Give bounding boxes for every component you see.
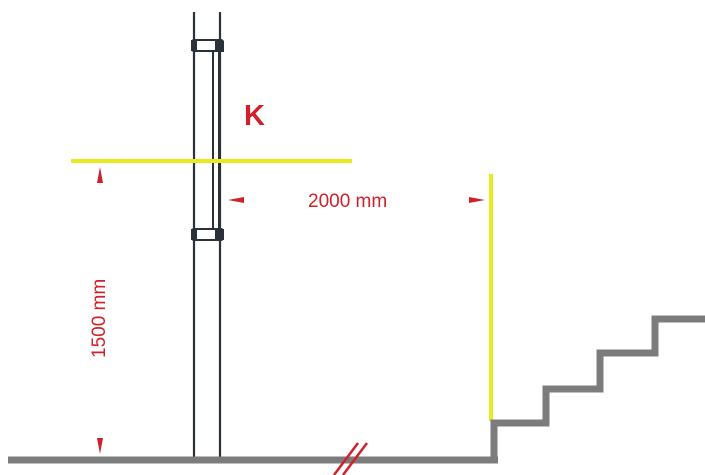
dimension-arrow-right — [469, 197, 485, 203]
vertical-dimension-label: 1500 mm — [89, 279, 110, 358]
handle-bottom-cap-left — [191, 229, 197, 240]
floor-break-mark — [333, 442, 368, 475]
break-line-2 — [342, 442, 368, 475]
handle-top-cap-left — [191, 40, 197, 51]
break-line-1 — [333, 442, 359, 475]
handle-top-cap-right — [215, 41, 224, 52]
horizontal-dimension-label: 2000 mm — [308, 191, 387, 212]
marker-label: K — [244, 100, 265, 132]
door-handle — [191, 39, 224, 241]
staircase — [490, 315, 705, 462]
dimension-arrow-left — [228, 197, 244, 203]
handle-bottom-cap-right — [215, 229, 224, 240]
dimension-arrow-up — [97, 167, 103, 183]
dimension-arrow-down — [97, 438, 103, 454]
